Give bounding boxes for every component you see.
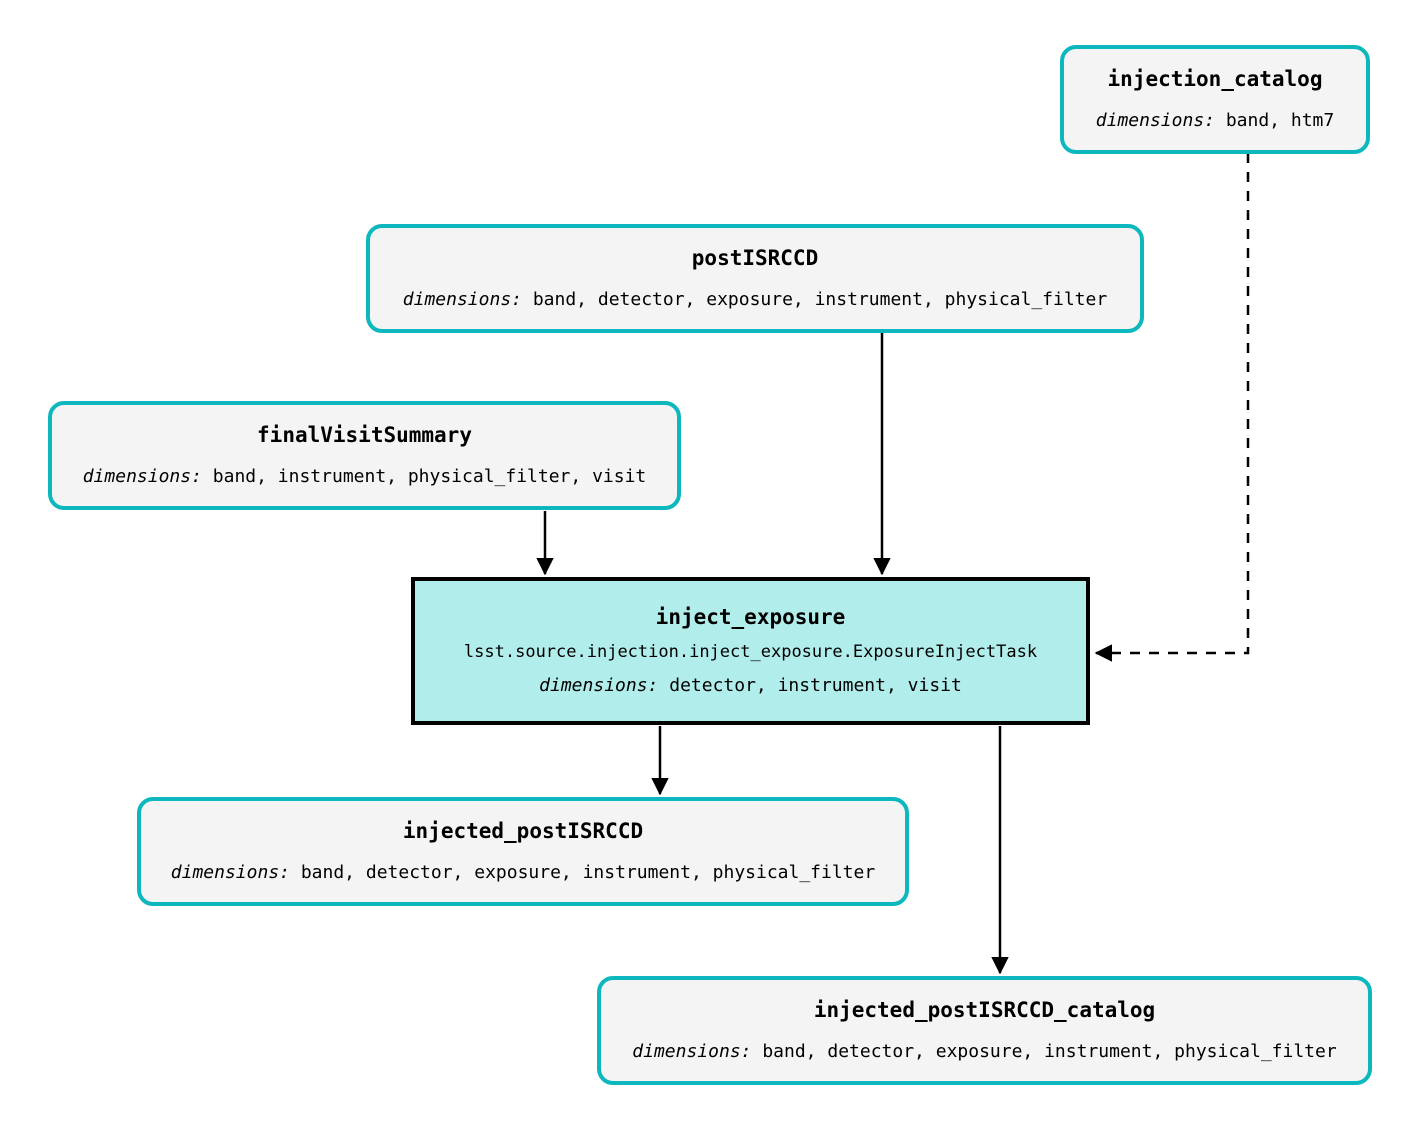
node-title: finalVisitSummary: [257, 423, 472, 448]
node-classname: lsst.source.injection.inject_exposure.Ex…: [463, 642, 1038, 663]
dimensions-label: dimensions:: [539, 674, 659, 696]
node-dimensions: dimensions: band, detector, exposure, in…: [632, 1042, 1336, 1062]
node-injected-postisrccd[interactable]: injected_postISRCCD dimensions: band, de…: [137, 797, 909, 906]
dimensions-label: dimensions:: [1095, 110, 1215, 132]
node-finalvisitsummary[interactable]: finalVisitSummary dimensions: band, inst…: [48, 401, 681, 510]
dimensions-label: dimensions:: [632, 1041, 752, 1063]
node-title: injection_catalog: [1107, 67, 1323, 92]
dimensions-value: band, instrument, physical_filter, visit: [201, 466, 647, 488]
node-title: injected_postISRCCD_catalog: [813, 998, 1156, 1023]
dimensions-value: band, detector, exposure, instrument, ph…: [751, 1041, 1337, 1063]
node-injected-postisrccd-catalog[interactable]: injected_postISRCCD_catalog dimensions: …: [597, 976, 1372, 1085]
dimensions-value: band, detector, exposure, instrument, ph…: [290, 862, 876, 884]
dimensions-value: band, htm7: [1215, 110, 1335, 132]
node-title: inject_exposure: [655, 605, 846, 630]
dimensions-label: dimensions:: [82, 466, 202, 488]
node-inject-exposure-task[interactable]: inject_exposure lsst.source.injection.in…: [411, 577, 1090, 725]
node-dimensions: dimensions: band, detector, exposure, in…: [171, 863, 875, 883]
node-dimensions: dimensions: band, instrument, physical_f…: [83, 467, 647, 487]
node-dimensions: dimensions: detector, instrument, visit: [539, 676, 962, 696]
node-injection-catalog[interactable]: injection_catalog dimensions: band, htm7: [1060, 45, 1370, 154]
dimensions-value: detector, instrument, visit: [658, 674, 962, 696]
node-title: postISRCCD: [691, 246, 819, 271]
node-title: injected_postISRCCD: [402, 819, 644, 844]
node-dimensions: dimensions: band, detector, exposure, in…: [403, 290, 1107, 310]
dimensions-label: dimensions:: [170, 862, 290, 884]
dimensions-label: dimensions:: [402, 289, 522, 311]
dimensions-value: band, detector, exposure, instrument, ph…: [522, 289, 1108, 311]
node-dimensions: dimensions: band, htm7: [1096, 111, 1334, 131]
node-postisrccd[interactable]: postISRCCD dimensions: band, detector, e…: [366, 224, 1144, 333]
